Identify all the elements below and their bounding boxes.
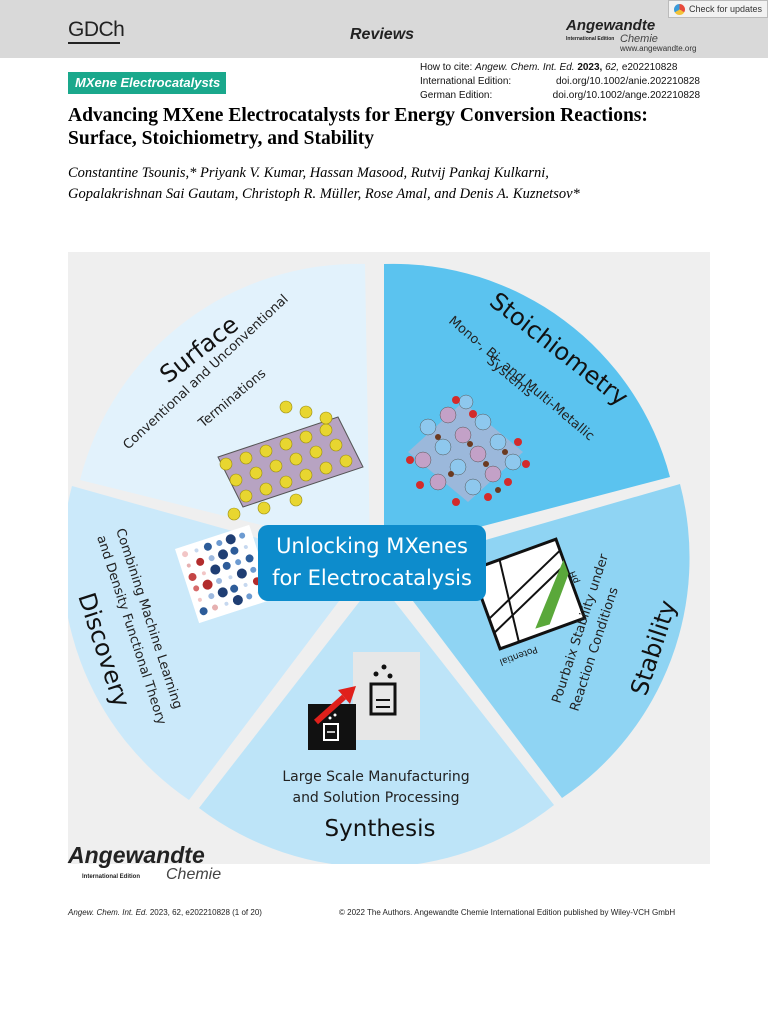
international-edition-row: International Edition: doi.org/10.1002/a… [420,76,700,87]
journal-url[interactable]: www.angewandte.org [620,44,697,53]
how-to-cite: How to cite: Angew. Chem. Int. Ed. 2023,… [420,62,678,73]
section-label: Reviews [350,26,415,43]
international-doi-link[interactable]: doi.org/10.1002/anie.202210828 [555,76,700,87]
gdch-logo[interactable]: GDCh [68,18,125,41]
topic-tag: MXene Electrocatalysts [68,72,226,94]
small-beaker-icon [323,713,339,741]
journal-logo-sub: International Edition [566,36,615,42]
citation-block: How to cite: Angew. Chem. Int. Ed. 2023,… [420,61,700,103]
footer-logo-name: Angewandte [68,842,205,868]
article-title: Advancing MXene Electrocatalysts for Ene… [68,105,648,149]
stoichiometry-crystal-illustration [406,394,530,506]
journal-header: GDCh Reviews Angewandte International Ed… [0,0,768,58]
scale-up-arrow-icon [314,686,356,725]
center-title-line1: Unlocking MXenes [276,534,468,558]
segment-wheel: Surface Conventional and Unconventional … [68,263,690,864]
footer-logo-chemie: Chemie [166,866,222,883]
footer-copyright: © 2022 The Authors. Angewandte Chemie In… [339,908,676,917]
gdch-logo-underline [68,42,120,44]
crossmark-icon [674,3,685,15]
synthesis-line2: and Solution Processing [292,790,459,806]
footer-citation: Angew. Chem. Int. Ed. 2023, 62, e2022108… [68,908,262,917]
large-beaker-icon [369,664,397,716]
synthesis-title: Synthesis [325,816,436,842]
footer-logo-sub: International Edition [82,874,140,880]
center-title-line2: for Electrocatalysis [272,566,472,590]
graphical-abstract: Surface Conventional and Unconventional … [68,252,710,864]
journal-logo-name: Angewandte [566,17,656,34]
surface-crystal-illustration [217,400,364,521]
center-title-box: Unlocking MXenes for Electrocatalysis [258,525,486,601]
synthesis-line1: Large Scale Manufacturing [282,769,469,785]
check-for-updates-button[interactable]: Check for updates [668,0,768,18]
journal-logo[interactable]: Angewandte International Edition Chemie [566,17,658,45]
pourbaix-axis-y: pH [568,569,582,584]
german-edition-row: German Edition: doi.org/10.1002/ange.202… [420,90,700,101]
author-list: Constantine Tsounis,* Priyank V. Kumar, … [68,165,580,202]
journal-logo-chemie: Chemie [620,33,658,45]
synthesis-scaleup-illustration [308,652,420,750]
footer-journal-logo: Angewandte International Edition Chemie [68,842,221,883]
german-doi-link[interactable]: doi.org/10.1002/ange.202210828 [552,90,700,101]
check-for-updates-label: Check for updates [689,4,763,14]
